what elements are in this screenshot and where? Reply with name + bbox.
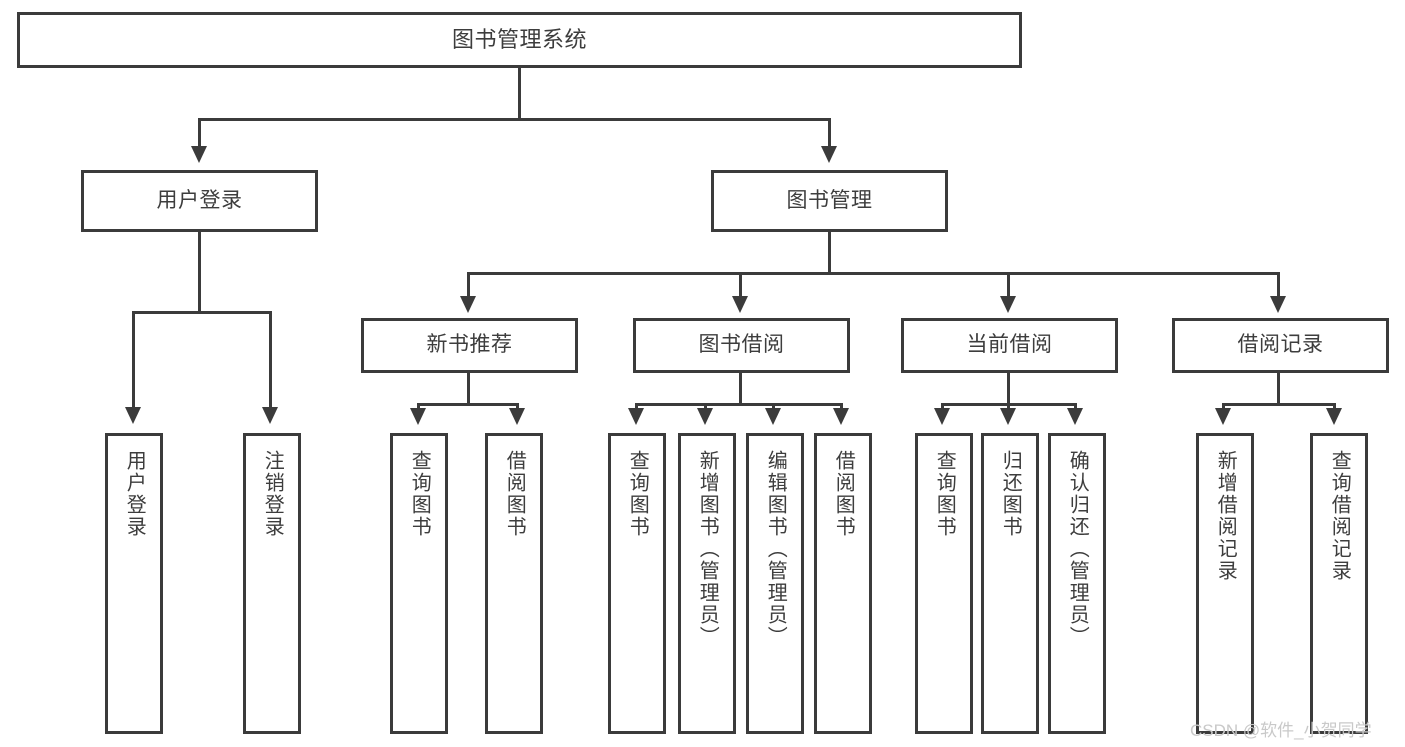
connector-user-login-bus: [132, 311, 269, 314]
arrowhead-cb-leaf2: [1000, 408, 1016, 425]
connector-nb-leaf1: [417, 403, 420, 408]
connector-to-book-borrow: [739, 272, 742, 296]
node-label: 用户登录: [156, 188, 243, 212]
node-book-management[interactable]: 图书管理: [711, 170, 948, 232]
leaf-current-confirm-return[interactable]: 确认归还（管理员）: [1048, 433, 1106, 734]
leaf-record-query-record[interactable]: 查询借阅记录: [1310, 433, 1368, 734]
node-label: 图书借阅: [698, 333, 785, 357]
node-label: 注销登录: [261, 450, 284, 538]
node-label: 新增图书（管理员）: [696, 450, 719, 648]
leaf-current-return-book[interactable]: 归还图书: [981, 433, 1039, 734]
connector-root-to-user-login: [198, 118, 201, 146]
connector-user-login-stem: [198, 232, 201, 314]
leaf-newbook-query-book[interactable]: 查询图书: [390, 433, 448, 734]
node-label: 查询图书: [933, 450, 956, 538]
leaf-user-login[interactable]: 用户登录: [105, 433, 163, 734]
arrowhead-current-borrow: [1000, 296, 1016, 313]
leaf-borrow-borrow-book[interactable]: 借阅图书: [814, 433, 872, 734]
connector-new-book-stem: [467, 373, 470, 405]
arrowhead-book-mgmt: [821, 146, 837, 163]
node-label: 借阅图书: [832, 450, 855, 538]
connector-book-borrow-stem: [739, 373, 742, 405]
connector-to-current-borrow: [1007, 272, 1010, 296]
connector-bb-leaf3: [772, 403, 775, 408]
node-label: 查询图书: [626, 450, 649, 538]
arrowhead-bb-leaf3: [765, 408, 781, 425]
node-label: 借阅图书: [503, 450, 526, 538]
node-book-borrow[interactable]: 图书借阅: [633, 318, 850, 373]
connector-nb-leaf2: [516, 403, 519, 408]
arrowhead-book-borrow: [732, 296, 748, 313]
connector-cb-leaf1: [941, 403, 944, 408]
arrowhead-leaf-logout: [262, 407, 278, 424]
node-label: 新增借阅记录: [1214, 450, 1237, 582]
arrowhead-cb-leaf1: [934, 408, 950, 425]
node-label: 查询借阅记录: [1328, 450, 1351, 582]
connector-book-borrow-bus: [635, 403, 843, 406]
arrowhead-leaf-user-login: [125, 407, 141, 424]
node-label: 新书推荐: [426, 333, 513, 357]
node-label: 归还图书: [999, 450, 1022, 538]
arrowhead-nb-leaf2: [509, 408, 525, 425]
arrowhead-cb-leaf3: [1067, 408, 1083, 425]
leaf-borrow-edit-book[interactable]: 编辑图书（管理员）: [746, 433, 804, 734]
connector-bb-leaf4: [840, 403, 843, 408]
connector-current-borrow-stem: [1007, 373, 1010, 405]
arrowhead-borrow-record: [1270, 296, 1286, 313]
connector-root-to-book-mgmt: [828, 118, 831, 146]
connector-root-stem: [518, 68, 521, 120]
connector-root-bus: [198, 118, 831, 121]
leaf-record-add-record[interactable]: 新增借阅记录: [1196, 433, 1254, 734]
node-label: 用户登录: [123, 450, 146, 538]
node-user-login[interactable]: 用户登录: [81, 170, 318, 232]
connector-to-leaf-logout: [269, 311, 272, 407]
connector-to-borrow-record: [1277, 272, 1280, 296]
connector-bb-leaf1: [635, 403, 638, 408]
leaf-borrow-query-book[interactable]: 查询图书: [608, 433, 666, 734]
leaf-logout[interactable]: 注销登录: [243, 433, 301, 734]
connector-borrow-record-stem: [1277, 373, 1280, 405]
connector-cb-leaf2: [1007, 403, 1010, 408]
node-label: 编辑图书（管理员）: [764, 450, 787, 648]
connector-bb-leaf2: [704, 403, 707, 408]
arrowhead-br-leaf2: [1326, 408, 1342, 425]
node-root-system[interactable]: 图书管理系统: [17, 12, 1022, 68]
connector-book-mgmt-bus: [467, 272, 1280, 275]
leaf-newbook-borrow-book[interactable]: 借阅图书: [485, 433, 543, 734]
connector-cb-leaf3: [1074, 403, 1077, 408]
arrowhead-bb-leaf1: [628, 408, 644, 425]
node-label: 借阅记录: [1237, 333, 1324, 357]
arrowhead-br-leaf1: [1215, 408, 1231, 425]
node-label: 图书管理系统: [451, 27, 587, 53]
connector-br-leaf1: [1222, 403, 1225, 408]
arrowhead-nb-leaf1: [410, 408, 426, 425]
arrowhead-new-book: [460, 296, 476, 313]
arrowhead-bb-leaf2: [697, 408, 713, 425]
connector-new-book-bus: [417, 403, 519, 406]
node-borrow-record[interactable]: 借阅记录: [1172, 318, 1389, 373]
node-new-book-recommend[interactable]: 新书推荐: [361, 318, 578, 373]
connector-to-leaf-user-login: [132, 311, 135, 407]
node-label: 查询图书: [408, 450, 431, 538]
node-current-borrow[interactable]: 当前借阅: [901, 318, 1118, 373]
node-label: 图书管理: [786, 188, 873, 212]
connector-book-mgmt-stem: [828, 232, 831, 274]
node-label: 确认归还（管理员）: [1066, 450, 1089, 648]
connector-br-leaf2: [1333, 403, 1336, 408]
arrowhead-user-login: [191, 146, 207, 163]
leaf-borrow-add-book[interactable]: 新增图书（管理员）: [678, 433, 736, 734]
leaf-current-query-book[interactable]: 查询图书: [915, 433, 973, 734]
node-label: 当前借阅: [966, 333, 1053, 357]
connector-to-new-book: [467, 272, 470, 296]
arrowhead-bb-leaf4: [833, 408, 849, 425]
connector-borrow-record-bus: [1222, 403, 1336, 406]
